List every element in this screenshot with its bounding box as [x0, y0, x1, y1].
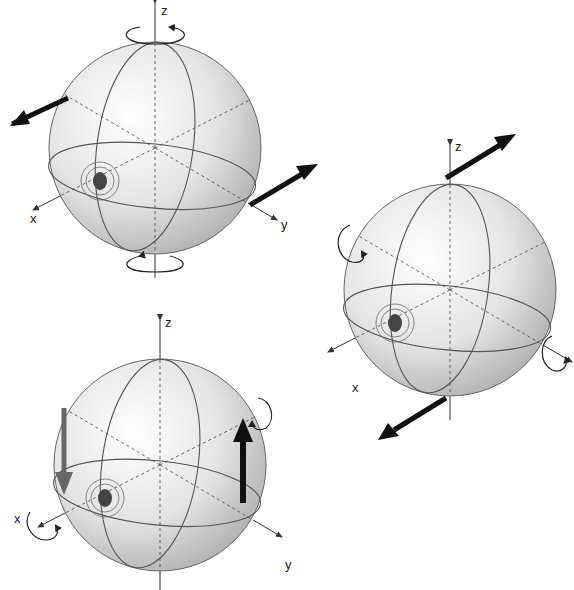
axis-label: x — [14, 512, 21, 525]
axis-label: y — [285, 558, 292, 571]
axis-label: y — [281, 218, 288, 231]
axis-label: z — [455, 140, 462, 153]
axis-label: x — [30, 212, 37, 225]
axis-label: z — [165, 316, 172, 329]
axis-label: z — [161, 4, 168, 17]
axis-label: x — [352, 381, 359, 394]
